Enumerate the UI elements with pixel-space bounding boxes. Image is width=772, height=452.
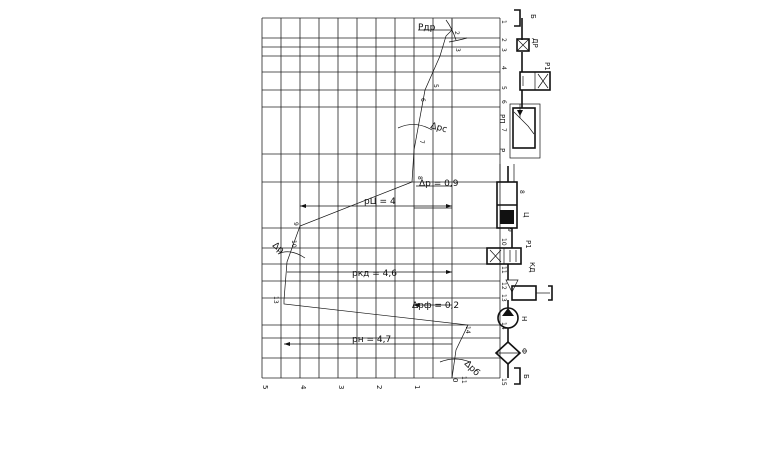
tank-bottom-symbol — [514, 367, 521, 385]
label-delta-p-ts: Δр = 0,9 — [419, 179, 459, 189]
axis-tick: 4 — [299, 385, 307, 390]
section-number: 1 — [500, 20, 507, 24]
section-number: 2 — [500, 38, 507, 42]
pressure-grid — [261, 17, 501, 379]
curve-point: 9 — [292, 222, 299, 226]
label-delta-p-kd: Δр — [270, 241, 286, 256]
label-delta-p-f: Δрф = 0,2 — [412, 301, 459, 311]
section-number: 14 — [500, 322, 507, 330]
hydraulic-schematic — [486, 9, 553, 385]
pressure-valve-symbol — [509, 103, 541, 159]
label-p-kd: ркд = 4,6 — [352, 269, 397, 279]
label-pressure-valve: РП — [498, 114, 506, 124]
curve-point: 8 — [416, 176, 423, 180]
section-number: 8 — [518, 190, 525, 194]
label-distributor-mid: Р1 — [524, 240, 532, 249]
section-numbers: 1 2 3 4 5 6 7 8 9 10 11 12 13 14 15 — [500, 20, 525, 386]
curve-point: 3 — [454, 48, 461, 52]
section-number: 7 — [500, 128, 507, 132]
label-cylinder: Ц — [522, 212, 530, 218]
curve-point: 11 — [460, 376, 467, 384]
curve-point: 13 — [272, 296, 279, 304]
axis-tick: 2 — [375, 385, 383, 389]
pressure-curve — [283, 19, 469, 379]
axis-tick: 1 — [413, 385, 421, 389]
section-number: 13 — [500, 294, 507, 302]
dimension-lines — [277, 29, 471, 363]
axis-tick: 3 — [337, 385, 345, 389]
label-check-valve: КД — [528, 262, 536, 273]
throttle-symbol — [516, 38, 530, 52]
curve-point: 7 — [418, 140, 425, 144]
label-filter: Ф — [520, 348, 528, 354]
pump-symbol — [497, 307, 519, 329]
component-labels: Б ДР Р1 РП Р Ц Р1 КД Н Ф Б — [498, 14, 551, 379]
section-number: 11 — [500, 266, 507, 274]
curve-point: 2 — [453, 31, 460, 35]
curve-point: 10 — [290, 240, 297, 248]
label-delta-p-c: Δрс — [429, 121, 448, 135]
axis-tick: 5 — [261, 385, 269, 389]
tank-top-symbol — [514, 9, 521, 27]
section-number: 3 — [500, 48, 507, 52]
section-number: 6 — [500, 100, 507, 104]
section-number: 15 — [500, 378, 507, 386]
section-number: 9 — [506, 228, 513, 232]
curve-point-labels: 2 3 5 6 7 8 9 10 13 14 11 — [272, 31, 471, 384]
pressure-axis-ticks: 5 4 3 2 1 0 — [261, 378, 459, 390]
curve-point: 5 — [432, 84, 439, 88]
curve-point: 6 — [419, 98, 426, 102]
section-number: 4 — [500, 66, 507, 70]
check-valve-symbol — [505, 279, 553, 301]
label-pump: Н — [520, 316, 528, 321]
label-p-ts: рЦ = 4 — [364, 197, 396, 207]
label-p-dr: Рдр — [418, 23, 436, 33]
label-distributor-top: Р1 — [543, 62, 551, 71]
label-p: Р — [498, 148, 506, 152]
section-number: 10 — [500, 238, 507, 246]
label-tank-top: Б — [529, 14, 537, 19]
curve-point: 14 — [464, 326, 471, 334]
axis-tick: 0 — [451, 378, 459, 382]
section-number: 5 — [500, 86, 507, 90]
label-p-n: рн = 4,7 — [352, 335, 391, 345]
filter-symbol — [494, 340, 522, 366]
label-throttle: ДР — [531, 38, 539, 48]
label-tank-bottom: Б — [522, 374, 530, 379]
section-number: 12 — [500, 282, 507, 290]
